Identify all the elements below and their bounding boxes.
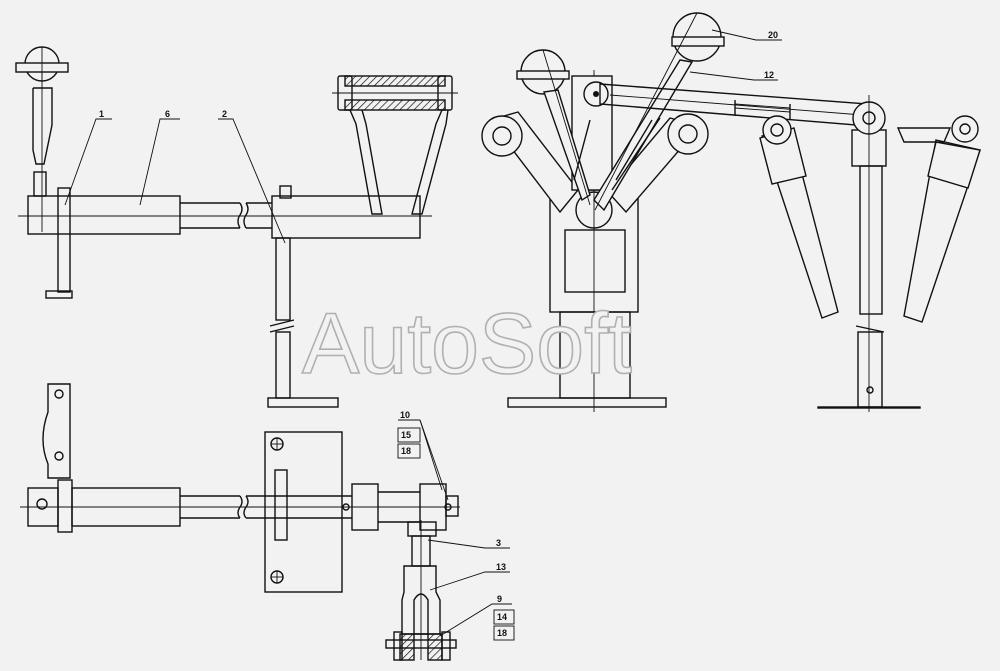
callout-15: 15: [401, 430, 411, 440]
callout-6: 6: [165, 109, 170, 119]
callout-18-top: 18: [401, 446, 411, 456]
callout-13: 13: [496, 562, 506, 572]
callout-3: 3: [496, 538, 501, 548]
top-right-view: [481, 12, 981, 412]
callout-18-bottom: 18: [497, 628, 507, 638]
callout-9: 9: [497, 594, 502, 604]
leaders-top-left: [64, 118, 286, 244]
top-left-view: [15, 46, 458, 408]
callout-2: 2: [222, 109, 227, 119]
callout-14: 14: [497, 612, 507, 622]
callout-1: 1: [99, 109, 104, 119]
callout-12: 12: [764, 70, 774, 80]
large-knob-icon: [593, 12, 725, 212]
callout-10: 10: [400, 410, 410, 420]
callout-labels: 1 6 2 20 12 10 15 18 3 13 9 14 18: [99, 30, 778, 638]
leaders-bottom: [397, 419, 515, 641]
bottom-view: [20, 383, 460, 661]
watermark: AutoSoft: [302, 296, 632, 392]
callout-20: 20: [768, 30, 778, 40]
small-knob-icon: [516, 49, 591, 206]
leaders-top-right: [689, 29, 782, 81]
